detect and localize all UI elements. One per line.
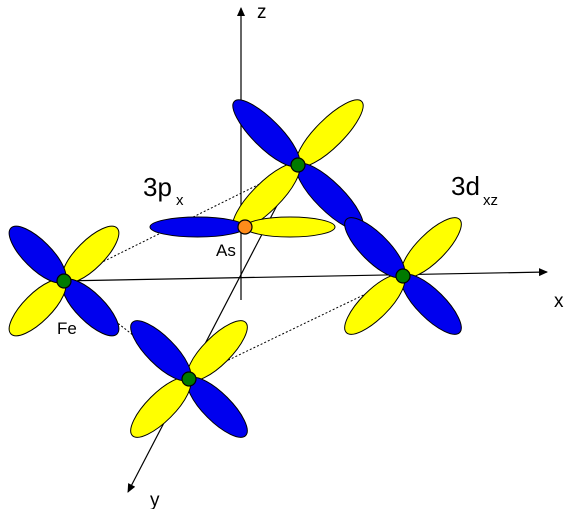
- atoms: [56, 157, 411, 387]
- axes: [59, 7, 548, 493]
- orbital-lobes: [8, 99, 462, 438]
- fe-atom: [290, 157, 306, 173]
- orbital-label-3px: 3p x: [143, 172, 184, 209]
- fe-atom: [395, 268, 411, 284]
- fe-label: Fe: [57, 319, 77, 338]
- orbital-label-3dxz: 3d xz: [451, 171, 498, 209]
- x-axis-label: x: [554, 291, 564, 312]
- p-orbital-subscript: x: [176, 192, 184, 209]
- d-orbital-subscript: xz: [483, 192, 498, 209]
- p-orbital-label: 3p: [143, 172, 172, 202]
- negative-lobe: [149, 216, 246, 238]
- fe-atom: [181, 371, 197, 387]
- y-axis-label: y: [150, 490, 160, 509]
- fe-atom: [56, 273, 72, 289]
- x-axis: [59, 268, 548, 282]
- positive-lobe: [244, 216, 336, 238]
- d-orbital-label: 3d: [451, 171, 480, 201]
- as-atom: [237, 219, 253, 235]
- z-axis-label: z: [257, 2, 267, 23]
- as-label: As: [216, 241, 236, 260]
